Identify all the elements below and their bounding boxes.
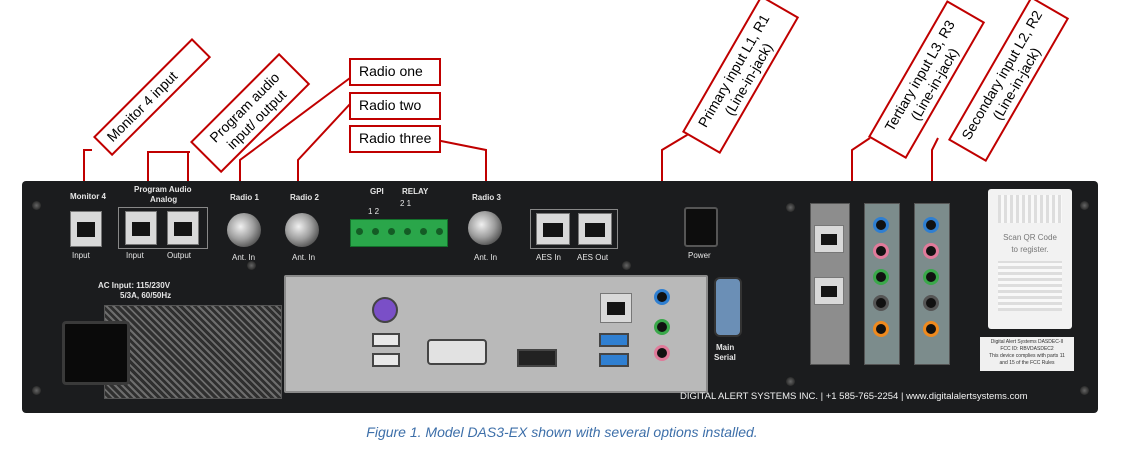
qr-sticker: Scan QR Code to register. — [988, 189, 1072, 329]
usb3-port[interactable] — [599, 333, 629, 347]
label-gpi-numbers: 1 2 — [368, 207, 380, 216]
gpi-relay-terminal-block[interactable] — [350, 219, 448, 247]
terminal-screw-icon — [435, 228, 443, 235]
fcc-sticker-line4: and 15 of the FCC Rules — [999, 360, 1055, 366]
label-aes-out: AES Out — [577, 253, 609, 262]
screw-icon — [32, 386, 41, 395]
radio3-antenna-connector[interactable] — [468, 211, 502, 245]
label-radio2-ant-in: Ant. In — [292, 253, 316, 262]
audio-jack-black[interactable] — [873, 295, 889, 311]
screw-icon — [1080, 201, 1089, 210]
screw-icon — [32, 201, 41, 210]
terminal-screw-icon — [355, 228, 363, 235]
callout-radio-one: Radio one — [349, 58, 441, 86]
label-relay: RELAY — [402, 187, 429, 196]
audio-jack-pink[interactable] — [873, 243, 889, 259]
audio-jack-green[interactable] — [873, 269, 889, 285]
label-radio1-ant-in: Ant. In — [232, 253, 256, 262]
main-serial-port[interactable] — [714, 277, 742, 337]
qr-text-line2: to register. — [1011, 245, 1049, 254]
label-serial: Serial — [714, 353, 736, 362]
ps2-port[interactable] — [372, 297, 398, 323]
primary-line-in-jack[interactable] — [654, 289, 670, 305]
screw-icon — [1080, 386, 1089, 395]
audio-jack-pink[interactable] — [923, 243, 939, 259]
secondary-line-in-jack[interactable] — [923, 217, 939, 233]
aes-out-port[interactable] — [578, 213, 612, 245]
qr-code-icon — [998, 195, 1062, 223]
audio-jack-orange[interactable] — [923, 321, 939, 337]
usb-port[interactable] — [372, 353, 400, 367]
label-program-input: Input — [126, 251, 144, 260]
qr-text-line1: Scan QR Code — [1003, 233, 1057, 242]
terminal-screw-icon — [371, 228, 379, 235]
label-ac-rating: 5/3A, 60/50Hz — [120, 291, 172, 300]
usb-port[interactable] — [372, 333, 400, 347]
label-main: Main — [716, 343, 735, 352]
lan-port[interactable] — [600, 293, 632, 323]
expansion-lan-port[interactable] — [814, 225, 844, 253]
label-monitor4-input: Input — [72, 251, 90, 260]
monitor4-rj45-port[interactable] — [70, 211, 102, 247]
audio-jack-green[interactable] — [923, 269, 939, 285]
radio1-antenna-connector[interactable] — [227, 213, 261, 247]
qr-code-icon — [998, 261, 1062, 311]
fcc-sticker-line3: This device complies with parts 11 — [989, 353, 1065, 359]
label-radio2: Radio 2 — [290, 193, 319, 202]
label-power: Power — [688, 251, 711, 260]
program-audio-frame — [118, 207, 208, 249]
audio-jack-orange[interactable] — [873, 321, 889, 337]
aes-in-port[interactable] — [536, 213, 570, 245]
label-program-audio: Program Audio — [134, 185, 192, 194]
fan-grille — [104, 305, 282, 399]
audio-jack-black[interactable] — [923, 295, 939, 311]
radio2-antenna-connector[interactable] — [285, 213, 319, 247]
vga-port[interactable] — [427, 339, 487, 365]
screw-icon — [786, 203, 795, 212]
label-radio1: Radio 1 — [230, 193, 259, 202]
expansion-lan-port[interactable] — [814, 277, 844, 305]
usb3-port[interactable] — [599, 353, 629, 367]
callout-radio-two-text: Radio two — [359, 97, 422, 113]
fcc-sticker-line1: Digital Alert Systems DASDEC-II — [990, 339, 1064, 345]
terminal-screw-icon — [419, 228, 427, 235]
label-aes-in: AES In — [536, 253, 561, 262]
io-shield — [284, 275, 708, 393]
label-monitor4: Monitor 4 — [70, 192, 106, 201]
callout-radio-two: Radio two — [349, 92, 441, 120]
label-relay-numbers: 2 1 — [400, 199, 412, 208]
label-analog: Analog — [150, 195, 178, 204]
terminal-screw-icon — [403, 228, 411, 235]
callout-radio-one-text: Radio one — [359, 63, 423, 79]
company-info: DIGITAL ALERT SYSTEMS INC. | +1 585-765-… — [680, 391, 1028, 402]
label-program-output: Output — [167, 251, 192, 260]
screw-icon — [622, 261, 631, 270]
callout-radio-three-text: Radio three — [359, 130, 432, 146]
screw-icon — [247, 261, 256, 270]
figure-caption: Figure 1. Model DAS3-EX shown with sever… — [366, 424, 758, 440]
program-audio-output-port[interactable] — [167, 211, 199, 245]
mic-jack[interactable] — [654, 345, 670, 361]
callout-radio-three: Radio three — [349, 125, 441, 153]
line-out-jack[interactable] — [654, 319, 670, 335]
label-radio3-ant-in: Ant. In — [474, 253, 498, 262]
power-switch[interactable] — [684, 207, 718, 247]
label-ac-input: AC Input: 115/230V — [98, 281, 171, 290]
aes-frame — [530, 209, 618, 249]
terminal-screw-icon — [387, 228, 395, 235]
program-audio-input-port[interactable] — [125, 211, 157, 245]
ac-power-inlet[interactable] — [62, 321, 130, 385]
fcc-sticker-line2: FCC ID: RBVDASDEC2 — [1000, 346, 1054, 352]
device-back-panel: Monitor 4 Input Program Audio Analog Inp… — [22, 181, 1098, 413]
screw-icon — [786, 377, 795, 386]
label-gpi: GPI — [370, 187, 384, 196]
fcc-sticker: Digital Alert Systems DASDEC-II FCC ID: … — [980, 337, 1074, 371]
tertiary-line-in-jack[interactable] — [873, 217, 889, 233]
hdmi-port[interactable] — [517, 349, 557, 367]
label-radio3: Radio 3 — [472, 193, 501, 202]
